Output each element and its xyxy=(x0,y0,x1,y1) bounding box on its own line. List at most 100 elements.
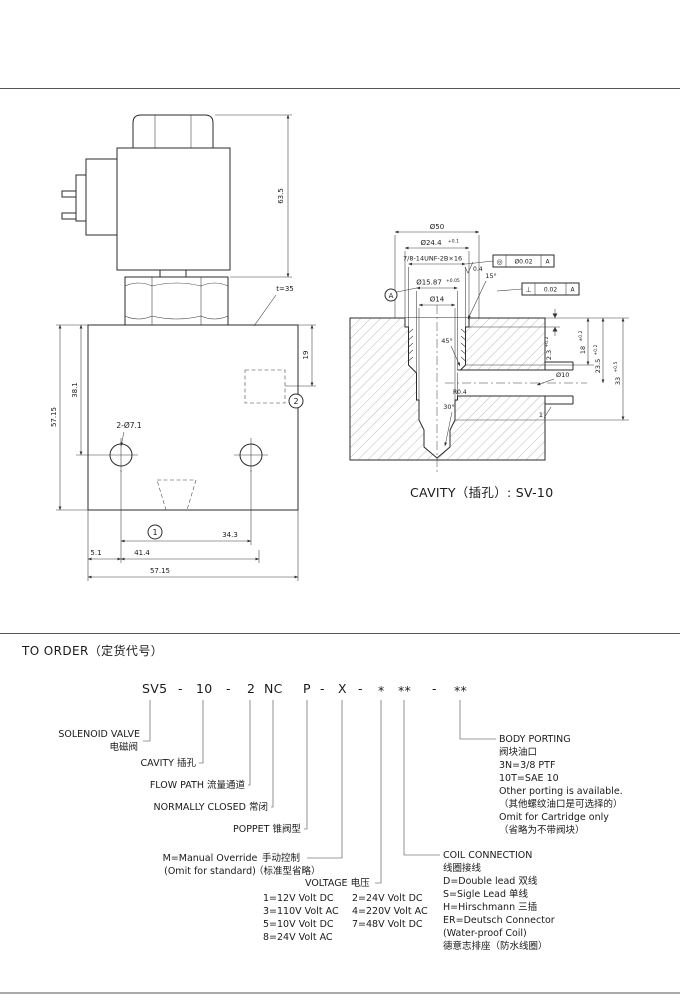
svg-text:18: 18 xyxy=(579,346,587,354)
code-dash-1: - xyxy=(178,681,183,696)
dim-dia50: Ø50 xyxy=(394,223,480,234)
dim-dia15-87: Ø15.87 +0.05 xyxy=(416,278,460,290)
angle-30: 30° xyxy=(443,403,455,447)
svg-text:A: A xyxy=(545,259,550,266)
cavity-caption: CAVITY（插孔）: SV-10 xyxy=(410,485,554,500)
svg-text:63.5: 63.5 xyxy=(277,188,285,204)
svg-text:+0.2: +0.2 xyxy=(544,336,550,347)
port1-number: 1 xyxy=(152,528,157,537)
port2-badge: 2 xyxy=(288,393,304,409)
code-nc: NC xyxy=(264,681,283,696)
label-normally-closed: NORMALLY CLOSED 常闭 xyxy=(154,801,268,813)
coil-connection-line: (Water-proof Coil) xyxy=(443,928,527,939)
angle-45: 45° xyxy=(441,337,461,367)
dim-dia14: Ø14 xyxy=(418,296,456,307)
svg-text:1: 1 xyxy=(539,411,543,419)
voltage-option: 5=10V Volt DC xyxy=(263,919,334,930)
voltage-table-col1: 1=12V Volt DC 3=110V Volt AC 5=10V Volt … xyxy=(263,893,339,943)
coil-connection-line: 德意志排座（防水线圈） xyxy=(443,940,548,952)
code-star-3: ** xyxy=(454,683,467,698)
code-p: P xyxy=(303,681,311,696)
dim-dia24-4: Ø24.4 +0.1 xyxy=(404,239,470,250)
valve-coil xyxy=(116,114,231,271)
label-voltage: VOLTAGE 电压 xyxy=(305,877,370,889)
label-manual-override-en2: (Omit for standard) xyxy=(164,866,256,877)
label-solenoid-valve-zh: 电磁阀 xyxy=(109,741,138,753)
voltage-option: 4=220V Volt AC xyxy=(352,906,428,917)
svg-text:+0.2: +0.2 xyxy=(593,344,599,355)
svg-text:15°: 15° xyxy=(485,272,497,280)
code-star-1: * xyxy=(378,683,385,698)
voltage-option: 2=24V Volt DC xyxy=(352,893,423,904)
body-porting-line: 10T=SAE 10 xyxy=(499,773,559,784)
datum-a: A xyxy=(384,287,417,302)
dim-19: 19 xyxy=(285,324,316,387)
svg-text:+0.5: +0.5 xyxy=(613,361,619,372)
svg-text:⊥: ⊥ xyxy=(525,286,531,294)
label-poppet: POPPET 锥阀型 xyxy=(233,823,301,835)
code-2: 2 xyxy=(247,681,255,696)
valve-hex-nut xyxy=(124,269,229,326)
dim-t35: t=35 xyxy=(253,285,294,327)
dim-dia10: Ø10 xyxy=(536,371,569,386)
order-section: TO ORDER（定货代号） SV5 - 10 - 2 NC P - X - *… xyxy=(0,633,680,994)
svg-text:±0.2: ±0.2 xyxy=(578,330,584,341)
body-porting-line: Other porting is available. xyxy=(499,786,623,797)
angle-15: 15° xyxy=(467,272,497,320)
body-porting-line: （其他螺纹油口是可选择的） xyxy=(499,798,623,810)
valve-drawing: 2 1 2-Ø7.1 63.5 t=35 xyxy=(50,114,316,581)
voltage-option: 8=24V Volt AC xyxy=(263,932,333,943)
body-porting-line: 3N=3/8 PTF xyxy=(499,760,555,771)
voltage-table-col2: 2=24V Volt DC 4=220V Volt AC 7=48V Volt … xyxy=(352,893,428,930)
label-manual-override-zh1: 手动控制 xyxy=(262,852,300,864)
svg-text:5.1: 5.1 xyxy=(90,549,101,557)
svg-text:R0.4: R0.4 xyxy=(453,389,467,396)
valve-port1-outline xyxy=(156,479,197,511)
body-porting-block: BODY PORTING 阀块油口 3N=3/8 PTF 10T=SAE 10 … xyxy=(499,734,623,836)
cavity-drawing: Ø50 Ø24.4 +0.1 7/8-14UNF-2B×16 Ø15.87 +0… xyxy=(349,223,629,473)
cavity-bore xyxy=(404,318,470,459)
coil-connection-line: D=Double lead 双线 xyxy=(443,875,538,887)
svg-text:t=35: t=35 xyxy=(276,285,294,293)
coil-connection-block: COIL CONNECTION 线圈接线 D=Double lead 双线 S=… xyxy=(443,850,555,952)
body-porting-line: Omit for Cartridge only xyxy=(499,812,609,823)
svg-text:A: A xyxy=(570,287,575,294)
voltage-option: 3=110V Volt AC xyxy=(263,906,339,917)
body-porting-line: 阀块油口 xyxy=(499,746,537,758)
dim-38-1: 38.1 xyxy=(56,324,104,456)
code-10: 10 xyxy=(196,681,213,696)
svg-text:38.1: 38.1 xyxy=(71,382,79,398)
body-porting-line: BODY PORTING xyxy=(499,734,571,745)
tolerance-frame-perpendicularity: ⊥ 0.02 A xyxy=(496,282,580,296)
dim-41-4: 41.4 xyxy=(120,549,260,561)
dim-57-15-side: 57.15 xyxy=(50,324,88,511)
coil-connection-line: ER=Deutsch Connector xyxy=(443,915,555,926)
dim-34-3: 34.3 xyxy=(120,531,252,543)
label-manual-override-en1: M=Manual Override xyxy=(163,853,258,864)
label-manual-override-zh2: （标准型省略） xyxy=(254,865,321,877)
order-title: TO ORDER（定货代号） xyxy=(21,643,163,658)
svg-text:45°: 45° xyxy=(441,337,453,345)
dim-holes-label: 2-Ø7.1 xyxy=(116,421,142,430)
order-leader-lines xyxy=(143,700,496,884)
label-flow-path: FLOW PATH 流量通道 xyxy=(150,779,246,791)
svg-text:Ø14: Ø14 xyxy=(430,296,445,304)
dim-coil-height: 63.5 xyxy=(215,114,292,278)
svg-text:41.4: 41.4 xyxy=(134,549,150,557)
svg-text:19: 19 xyxy=(302,351,310,360)
dim-depth-33: 33 +0.5 xyxy=(613,317,625,421)
dim-thread: 7/8-14UNF-2B×16 xyxy=(403,255,466,266)
label-cavity: CAVITY 插孔 xyxy=(141,757,197,769)
svg-text:23.5: 23.5 xyxy=(594,359,602,373)
code-dash-5: - xyxy=(432,681,437,696)
coil-connection-line: 线圈接线 xyxy=(443,862,482,874)
svg-text:Ø24.4: Ø24.4 xyxy=(420,239,442,247)
dim-1: 1 xyxy=(539,406,552,419)
top-rule xyxy=(0,88,680,89)
svg-text:Ø15.87: Ø15.87 xyxy=(416,279,442,287)
dim-5-1: 5.1 xyxy=(87,549,122,561)
code-dash-3: - xyxy=(320,681,325,696)
valve-body xyxy=(87,324,299,511)
order-code: SV5 - 10 - 2 NC P - X - * ** - ** xyxy=(142,681,467,698)
